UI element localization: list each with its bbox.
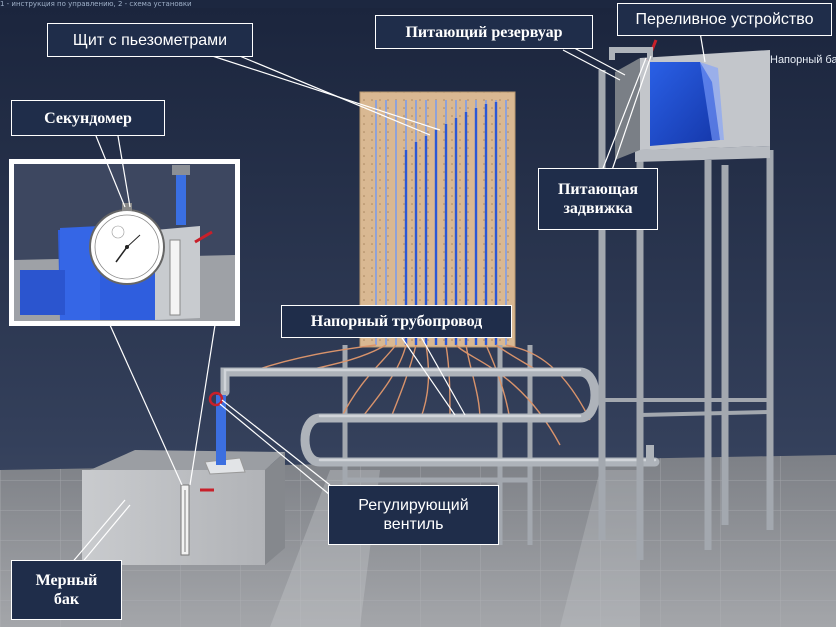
drain-pipe (216, 395, 226, 465)
callout-piezometer-board: Щит с пьезометрами (47, 23, 253, 57)
callout-control-valve: Регулирующий вентиль (328, 485, 499, 545)
supply-pipe (609, 47, 653, 60)
callout-measuring-tank: Мерный бак (11, 560, 122, 620)
callout-supply-valve: Питающая задвижка (538, 168, 658, 230)
callout-pressure-pipeline: Напорный трубопровод (281, 305, 512, 338)
callout-lines (69, 31, 706, 566)
pressure-pipeline (220, 367, 660, 467)
tank-platform (635, 146, 770, 162)
supply-tank-water (650, 62, 720, 146)
measuring-tank-front (82, 470, 265, 565)
overflow-water (700, 62, 724, 140)
tank-side-wall (615, 58, 640, 160)
callout-supply-tank: Питающий резервуар (375, 15, 593, 49)
callout-stopwatch: Секундомер (11, 100, 165, 136)
tower-frame (598, 70, 774, 560)
window-top-bar: 1 - инструкция по управлению, 2 - схема … (0, 0, 192, 8)
control-valve-wheel (208, 391, 224, 407)
pressure-tank-corner-label: Напорный бак (770, 54, 836, 66)
board-stand (342, 345, 533, 545)
measuring-tank-side (265, 452, 285, 565)
callout-overflow-device: Переливное устройство (617, 3, 832, 36)
stopwatch-inset (9, 159, 240, 326)
